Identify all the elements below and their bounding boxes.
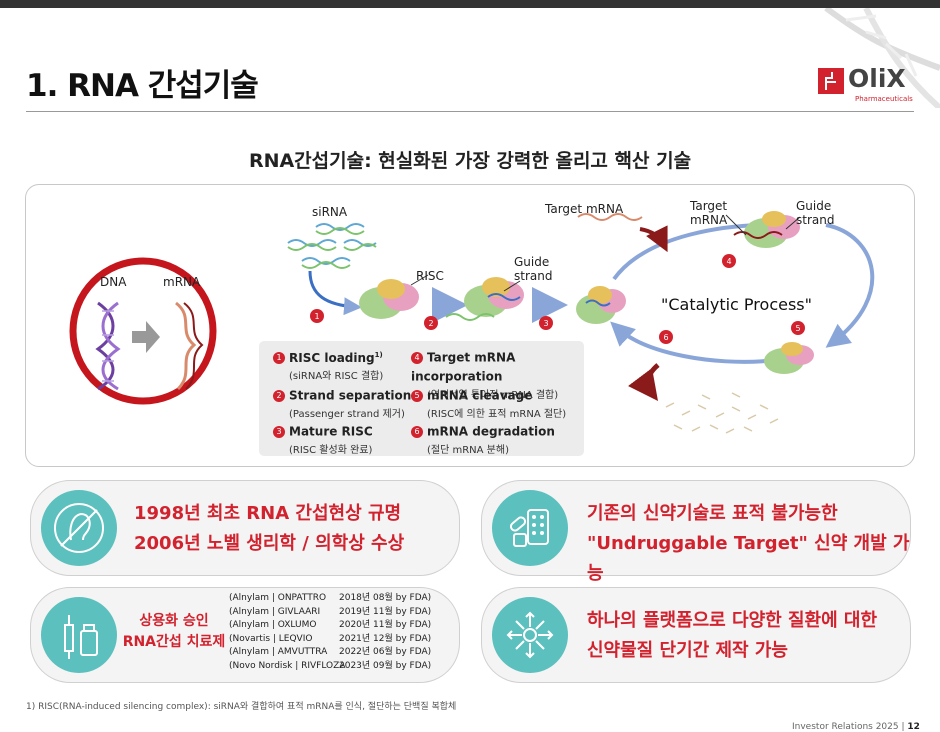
risc-complex-icon xyxy=(359,279,419,319)
risc-label: RISC xyxy=(416,269,444,283)
sirna-label: siRNA xyxy=(312,205,348,219)
dna-to-mrna-circle xyxy=(69,257,217,405)
degradation-arrow xyxy=(628,363,660,402)
platform-arrows-icon xyxy=(492,597,568,673)
conversion-arrow-icon xyxy=(132,321,160,353)
mature-risc-icon xyxy=(576,286,626,324)
step-badges: 1 2 3 4 5 6 xyxy=(310,254,805,344)
mrna-label: mRNA xyxy=(163,275,201,289)
target-mrna-label: Target mRNA xyxy=(545,202,624,216)
title-divider xyxy=(26,111,914,112)
step-badge-5: 5 xyxy=(795,324,800,333)
olix-logo: OliX Pharmaceuticals xyxy=(818,64,914,105)
undruggable-card: 기존의 신약기술로 표적 불가능한"Undruggable Target" 신약… xyxy=(481,480,911,584)
top-bar xyxy=(0,0,940,8)
cycle-arrow-right xyxy=(825,223,875,348)
pills-icon xyxy=(492,490,568,566)
dna-decoration-icon xyxy=(824,8,940,108)
dna-helix-icon xyxy=(95,301,121,391)
footer: Investor Relations 2025 | 12 xyxy=(792,722,920,732)
drug-row: (Novo Nordisk | RIVFLOZA2023년 09월 by FDA… xyxy=(229,660,432,671)
syringe-vial-icon xyxy=(41,597,117,673)
step-badge-3: 3 xyxy=(543,319,548,328)
section-subtitle: RNA간섭기술: 현실화된 가장 강력한 올리고 핵산 기술 xyxy=(248,150,692,172)
logo-text: OliX xyxy=(848,64,906,93)
degraded-fragments-icon xyxy=(665,392,779,434)
catalytic-process-label: "Catalytic Process" xyxy=(661,295,812,314)
nobel-medal-icon xyxy=(41,490,117,566)
mrna-strand-icon xyxy=(175,301,204,391)
risc-separation-icon xyxy=(445,277,524,321)
olix-logo-mark-icon xyxy=(818,68,844,94)
cycle-arrow-bottom xyxy=(610,321,767,364)
cleavage-risc-icon xyxy=(764,342,814,374)
step-badge-6: 6 xyxy=(663,333,668,342)
step1-arrow xyxy=(308,270,362,316)
dna-label: DNA xyxy=(100,275,127,289)
step-badge-2: 2 xyxy=(428,319,433,328)
target-incoming-arrow xyxy=(639,225,668,253)
rnai-mechanism-diagram: 1 2 3 4 5 6 xyxy=(69,211,875,434)
target-mrna-strand-icon xyxy=(577,213,643,221)
footnote: 1) RISC(RNA-induced silencing complex): … xyxy=(26,702,457,712)
step-badge-1: 1 xyxy=(314,312,319,321)
logo-subtext: Pharmaceuticals xyxy=(855,95,913,103)
target-binding-risc-icon xyxy=(733,211,800,248)
page-title: 1. RNA 간섭기술 xyxy=(26,68,259,104)
sirna-duplexes-icon xyxy=(287,223,377,269)
undruggable-text: 기존의 신약기술로 표적 불가능한"Undruggable Target" 신약… xyxy=(587,503,910,584)
step-badge-4: 4 xyxy=(726,257,731,266)
